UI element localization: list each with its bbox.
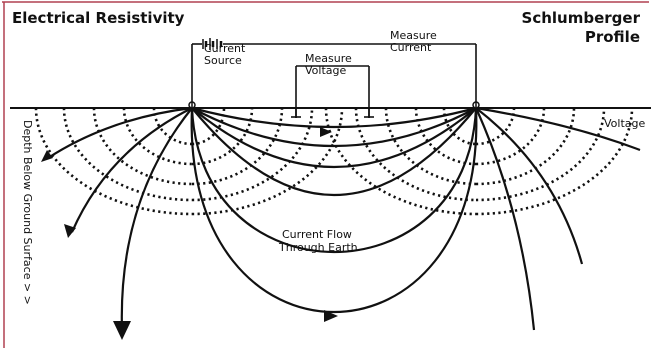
- measure-voltage-label-line1: Measure: [305, 52, 352, 65]
- current-flow-label-line2: Through Earth: [278, 241, 358, 254]
- current-electrode-left: [188, 101, 196, 110]
- measure-current-label-line1: Measure: [390, 29, 437, 42]
- potential-electrode-right: [364, 108, 374, 118]
- battery-icon: [202, 38, 223, 50]
- depth-axis-label: Depth Below Ground Surface > >: [21, 120, 34, 305]
- diagram-title: Electrical Resistivity: [12, 9, 185, 27]
- current-source-label-line1: Current: [204, 42, 246, 55]
- measure-current-label-line2: Current: [390, 41, 432, 54]
- potential-electrode-left: [291, 108, 301, 118]
- arrowheads: [41, 127, 338, 340]
- current-electrode-right: [472, 101, 480, 110]
- current-source-label-line2: Source: [204, 54, 242, 67]
- voltage-label: Voltage: [604, 117, 645, 130]
- equipotential-lines: [34, 107, 634, 216]
- circuit-wiring: [191, 43, 477, 118]
- current-flow-label-line1: Current Flow: [282, 228, 352, 241]
- current-flow-lines: [47, 106, 641, 331]
- measure-voltage-label-line2: Voltage: [305, 64, 346, 77]
- profile-title-line1: Schlumberger: [522, 9, 641, 27]
- profile-title-line2: Profile: [585, 28, 640, 46]
